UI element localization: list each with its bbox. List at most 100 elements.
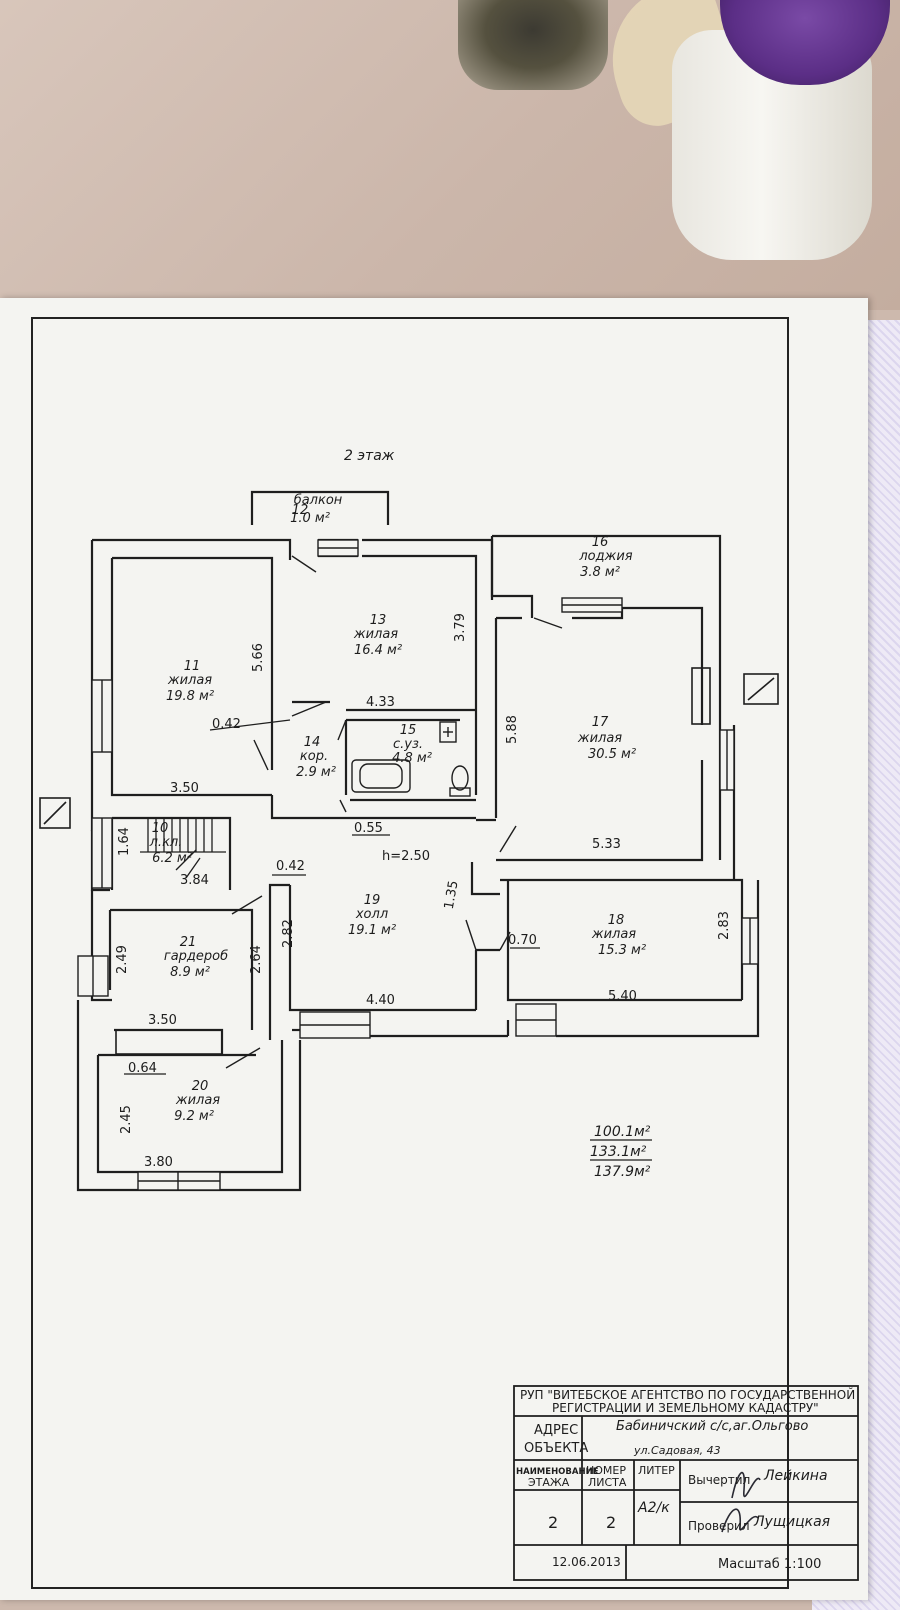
room-area: 4.8 м² [392,751,432,766]
area-totals: 100.1м² 133.1м² 137.9м² [590,1124,652,1180]
room-num: 11 [184,659,201,674]
floor-value: 2 [548,1513,558,1532]
dimension-label: 2.82 [281,919,296,948]
walls [76,490,760,1192]
dimension-label: 3.84 [180,873,209,888]
dimension-label: 0.55 [354,821,383,836]
dimension-label: 0.70 [508,933,537,948]
col-sheet-2: ЛИСТА [588,1476,627,1489]
paper-sheet [0,298,868,1600]
room-area: 9.2 м² [174,1109,214,1124]
room-num: 18 [608,913,625,928]
room-area: 2.9 м² [296,765,336,780]
dimension-label: 0.64 [128,1061,157,1076]
room-area: 30.5 м² [588,747,636,762]
room-area: 3.8 м² [580,565,620,580]
bathroom-fixtures [351,721,471,797]
org-line-1: РУП "ВИТЕБСКОЕ АГЕНТСТВО ПО ГОСУДАРСТВЕН… [520,1387,855,1402]
dimension-label: 3.80 [144,1155,173,1170]
room-num: 13 [370,613,387,628]
drawing-frame [31,317,789,1589]
room-num: 20 [192,1079,209,1094]
room-name: жилая [577,731,622,746]
signatures [721,1471,761,1533]
room-name: гардероб [164,949,228,964]
dimension-label: 4.40 [366,993,395,1008]
checked-name: Лущицкая [753,1514,830,1530]
dimension-label: 1.35 [442,879,462,910]
dimension-label: 5.88 [505,715,520,744]
dimension-label: 5.40 [608,989,637,1004]
room-num: 14 [304,735,321,750]
col-floor-1: НАИМЕНОВАНИЕ [516,1467,599,1477]
room-name: л.кл. [149,835,183,850]
room-num: 21 [180,935,197,950]
room-name: жилая [591,927,636,942]
room-name: холл [355,907,388,922]
dimension-label: 4.33 [366,695,395,710]
dimension-label: 1.64 [117,827,132,856]
dimension-label: 0.42 [212,717,241,732]
room-num: 19 [364,893,381,908]
title-block [513,1385,859,1581]
room-name: кор. [300,749,328,764]
dimension-label: 3.50 [170,781,199,796]
room-name: жилая [353,627,398,642]
org-line-2: РЕГИСТРАЦИИ И ЗЕМЕЛЬНОМУ КАДАСТРУ" [552,1401,819,1415]
col-floor-2: ЭТАЖА [528,1476,570,1489]
address-line-2: ул.Садовая, 43 [633,1444,721,1457]
room-area: 1.0 м² [290,511,330,526]
address-label-1: АДРЕС [534,1423,578,1438]
windows [77,539,759,1191]
dimension-labels: 5.66 3.79 4.33 0.42 3.50 5.88 0.55 5.33 … [115,613,732,1170]
total-area-full: 137.9м² [594,1164,651,1180]
doors [225,555,563,1069]
room-area: 16.4 м² [354,643,402,658]
title-block-text: РУП "ВИТЕБСКОЕ АГЕНТСТВО ПО ГОСУДАРСТВЕН… [516,1387,855,1572]
glass-jar [458,0,608,90]
room-num: 15 [400,723,417,738]
liter-value: А2/к [637,1500,670,1516]
dimension-label: 5.66 [251,643,266,672]
room-num: 10 [152,821,169,836]
total-area-living: 100.1м² [594,1124,651,1140]
room-name: жилая [175,1093,220,1108]
col-sheet-1: НОМЕР [586,1464,626,1477]
floor-label: 2 этаж [344,448,395,464]
dimension-label: 2.49 [115,945,130,974]
room-labels: 12 балкон 1.0 м² 13 жилая 16.4 м² 16 лод… [149,493,646,1124]
dimension-label: 0.42 [276,859,305,874]
dimension-label: 2.83 [717,911,732,940]
room-area: 19.8 м² [166,689,214,704]
room-name: жилая [167,673,212,688]
dimension-label: 3.50 [148,1013,177,1028]
room-name: лоджия [578,549,632,564]
room-num: 16 [592,535,609,550]
room-area: 19.1 м² [348,923,396,938]
room-area: 6.2 м² [152,851,192,866]
drawn-name: Лейкина [763,1468,828,1484]
address-line-1: Бабиничский с/с,аг.Ольгово [616,1419,808,1434]
stairs [140,818,226,879]
dimension-lines [124,719,540,1075]
room-name: с.уз. [393,737,423,752]
ceiling-height: h=2.50 [382,849,430,864]
room-area: 15.3 м² [598,943,646,958]
drawn-label: Вычертил [688,1473,750,1487]
dimension-label: 5.33 [592,837,621,852]
sheet-value: 2 [606,1513,616,1532]
total-area-general: 133.1м² [590,1144,647,1160]
room-num: 12 [292,503,309,518]
scale: Масштаб 1:100 [718,1557,821,1572]
address-label-2: ОБЪЕКТА [524,1441,588,1456]
room-name: балкон [294,493,343,508]
checked-label: Проверил [688,1519,750,1533]
col-liter: ЛИТЕР [638,1464,675,1477]
dimension-label: 3.79 [453,613,468,642]
room-num: 17 [592,715,609,730]
room-area: 8.9 м² [170,965,210,980]
dimension-label: 2.64 [249,945,264,974]
dimension-label: 2.45 [119,1105,134,1134]
date: 12.06.2013 [552,1555,621,1569]
